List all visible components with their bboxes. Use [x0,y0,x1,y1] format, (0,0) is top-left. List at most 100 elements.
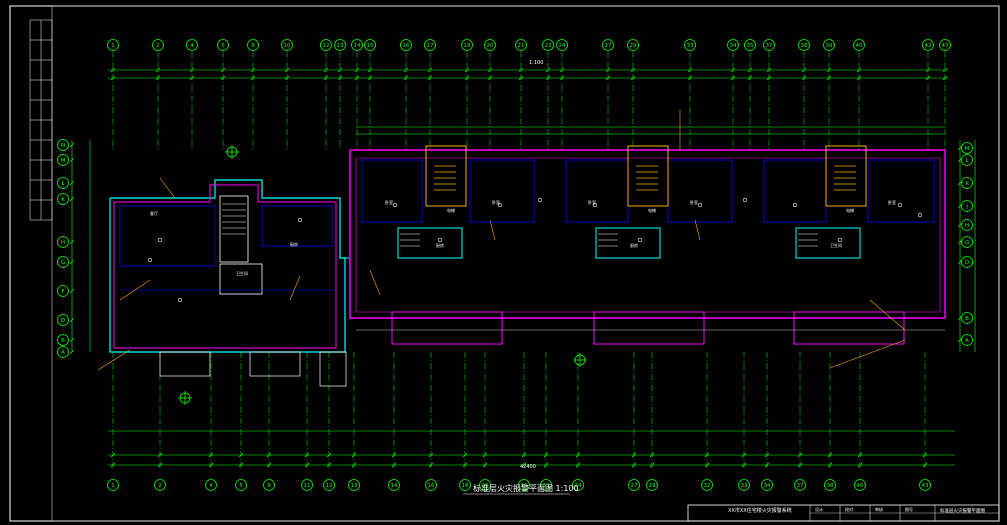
smoke-detector-icon [392,202,398,208]
axis-label: 18 [462,483,469,489]
left-stair [219,195,249,263]
title-block-cell-1: 设计 [815,506,823,512]
stair-core-3 [825,145,867,207]
axis-label: 23 [543,483,550,489]
axis-label: A [61,350,65,356]
axis-label: 16 [403,43,410,49]
axis-bubble-right: J [961,200,973,212]
smoke-detector-icon [437,237,443,243]
axis-bubble-bottom: 24 [572,479,584,491]
axis-label: 12 [323,43,330,49]
axis-label: 5 [221,43,225,49]
room-label: 卧室 [588,199,596,205]
axis-bubble-bottom: 34 [761,479,773,491]
smoke-detector-icon [177,297,183,303]
axis-bubble-bottom: 14 [388,479,400,491]
axis-label: 2 [156,43,160,49]
axis-label: 17 [427,43,434,49]
room-label: 电梯 [648,207,656,213]
axis-label: 24 [575,483,582,489]
room-label: 电梯 [447,207,455,213]
axis-bubble-top: 24 [556,39,568,51]
room-label: 卧室 [385,199,393,205]
axis-label: L [965,158,969,164]
axis-label: K [965,181,969,187]
axis-label: 32 [704,483,711,489]
axis-bubble-bottom: 23 [540,479,552,491]
service-box-3 [795,227,861,259]
axis-label: 10 [284,43,291,49]
axis-label: 13 [351,483,358,489]
axis-label: 21 [521,483,528,489]
axis-label: H [61,240,65,246]
axis-bubble-top: 37 [763,39,775,51]
north-marker-icon [178,391,192,405]
room-label: 客厅 [150,210,158,216]
right-block [349,145,946,345]
left-balcony-2 [159,351,211,377]
axis-bubble-top: 1 [107,39,119,51]
axis-bubble-top: 23 [542,39,554,51]
room-label: 厨房 [436,242,444,248]
axis-label: H [965,223,969,229]
room-label: 厨房 [290,241,298,247]
axis-label: 27 [631,483,638,489]
axis-label: 15 [367,43,374,49]
axis-label: 4 [209,483,213,489]
left-core [219,263,263,295]
axis-bubble-bottom: 4 [205,479,217,491]
axis-bubble-bottom: 38 [824,479,836,491]
axis-label: 38 [827,483,834,489]
room-label: 卧室 [888,199,896,205]
axis-bubble-top: 43 [939,39,951,51]
smoke-detector-icon [497,202,503,208]
axis-bubble-top: 39 [823,39,835,51]
top-scale-note: 1:100 [529,60,543,66]
smoke-detector-icon [837,237,843,243]
axis-bubble-top: 4 [186,39,198,51]
axis-bubble-left: M [57,154,69,166]
axis-bubble-right: A [961,334,973,346]
inner-frame [51,5,1000,522]
annotation-leaders [97,110,906,371]
left-balcony [249,351,301,377]
smoke-detector-icon [147,257,153,263]
left-stair-treads [222,203,246,235]
axis-label: 4 [190,43,194,49]
smoke-detector-icon [637,237,643,243]
axis-bubble-bottom: 21 [518,479,530,491]
axis-label: 8 [251,43,255,49]
axis-bubble-left: F [57,285,69,297]
axis-bubble-bottom: 32 [701,479,713,491]
axis-bubble-bottom: 20 [479,479,491,491]
axis-bubble-bottom: 5 [235,479,247,491]
axis-bubble-top: 8 [247,39,259,51]
axis-label: A [965,338,969,344]
axis-bubble-left: G [57,256,69,268]
room-label: 卧室 [492,199,500,205]
axis-label: 38 [801,43,808,49]
revision-strip [29,19,53,221]
axis-label: 33 [687,43,694,49]
title-block-cell-2: 校对 [845,506,853,512]
axis-label: B [965,316,969,322]
axis-label: 16 [428,483,435,489]
room-label: 电梯 [846,207,854,213]
smoke-detector-icon [897,202,903,208]
axis-bubble-bottom: 8 [263,479,275,491]
axis-bubble-bottom: 43 [919,479,931,491]
room-label: 卧室 [690,199,698,205]
axis-label: B [61,338,65,344]
title-block-cell-4: 图号 [905,506,913,512]
axis-label: 39 [826,43,833,49]
axis-bubble-top: 42 [922,39,934,51]
axis-bubble-top: 21 [515,39,527,51]
smoke-detector-icon [592,202,598,208]
axis-bubble-right: G [961,236,973,248]
axis-label: 13 [337,43,344,49]
axis-bubble-right: L [961,154,973,166]
smoke-detector-icon [157,237,163,243]
axis-label: N [61,143,65,149]
stair-core-2 [627,145,669,207]
